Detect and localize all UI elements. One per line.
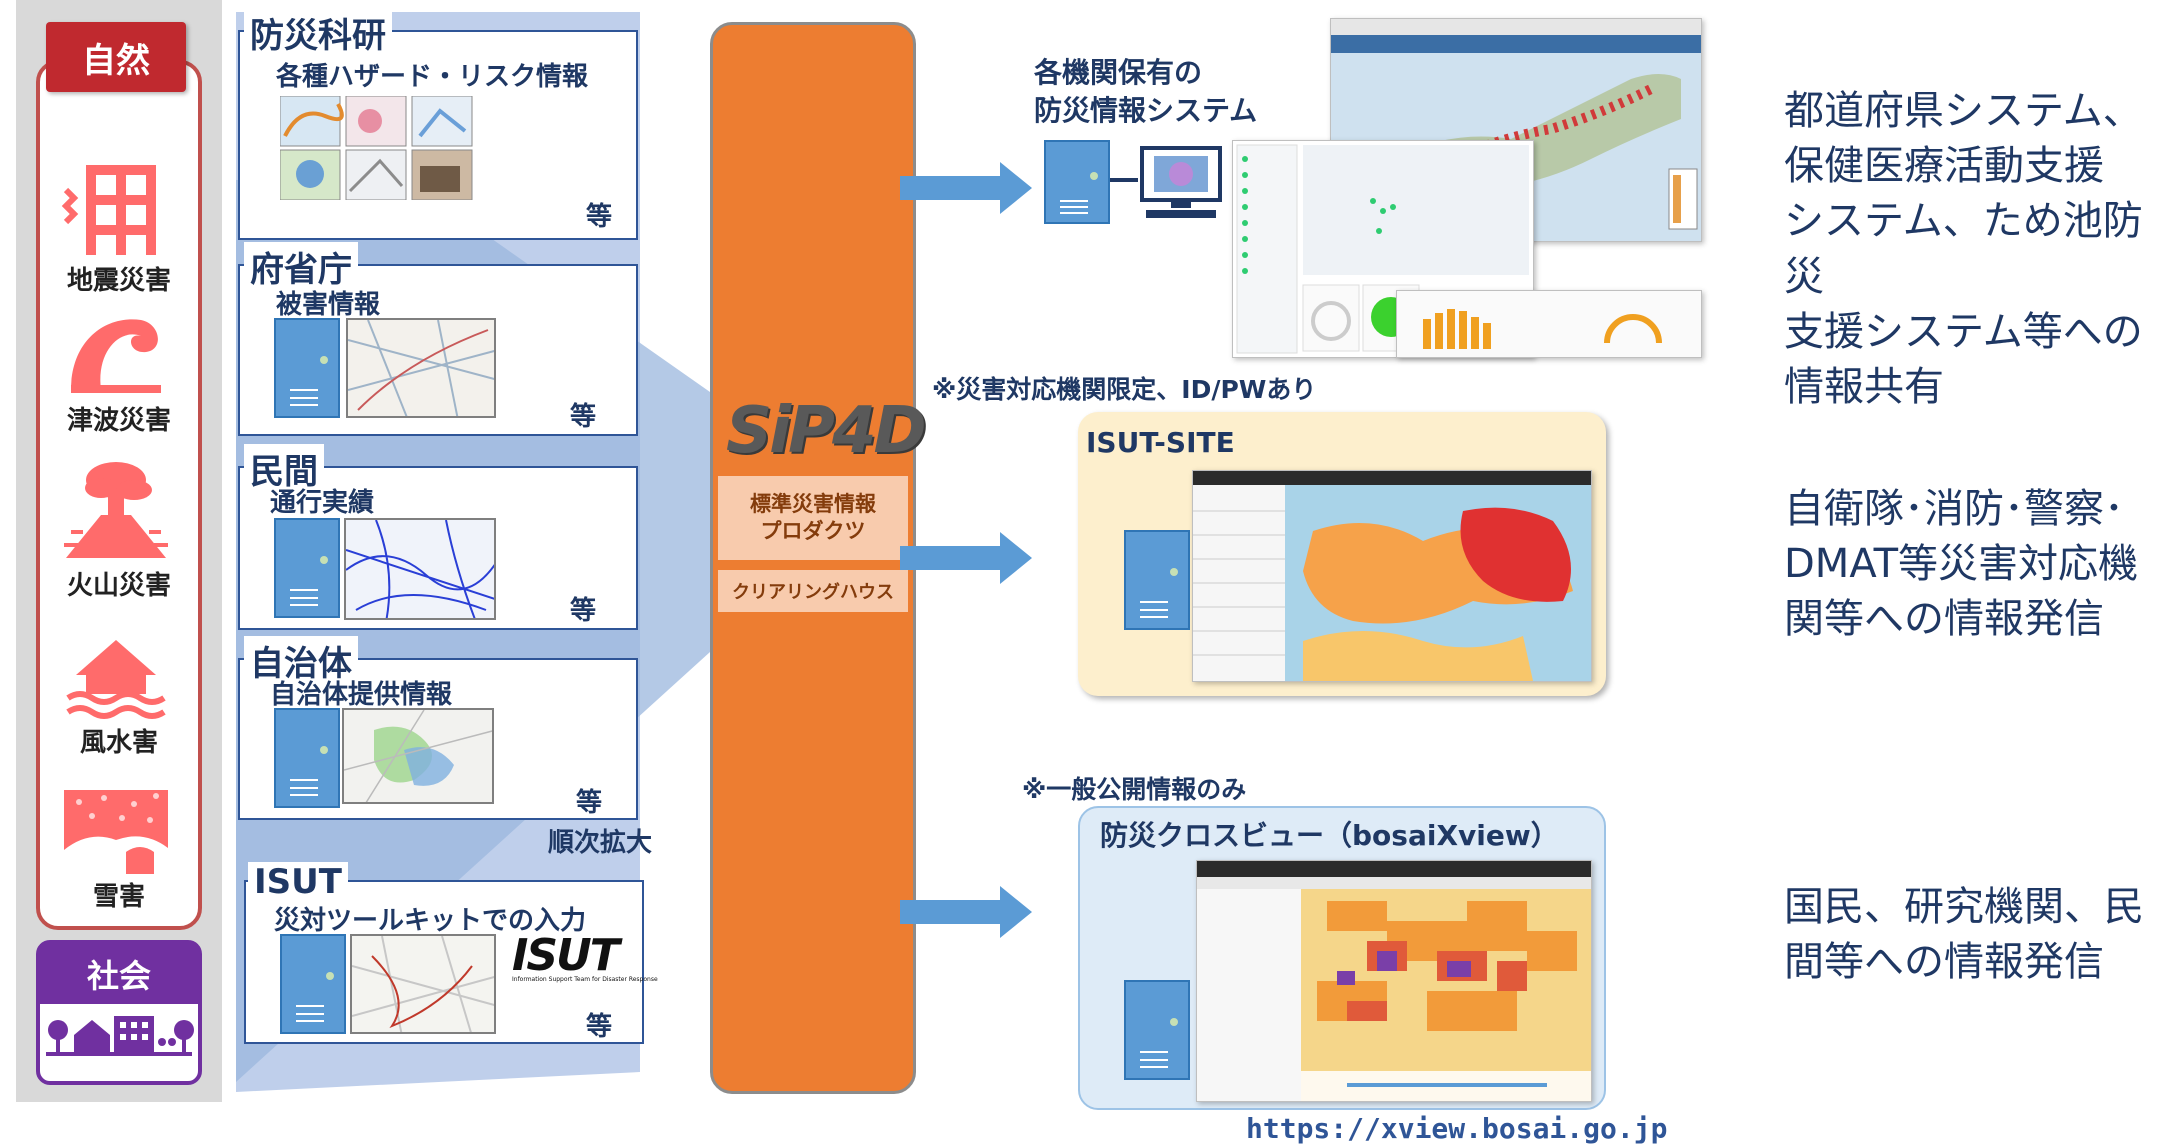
source-subtitle-nied: 各種ハザード・リスク情報 xyxy=(276,62,589,92)
public-info-note: ※一般公開情報のみ xyxy=(1022,775,1247,804)
arrow-to-systems xyxy=(900,162,1032,214)
damage-map-thumbnail xyxy=(346,318,496,418)
source-subtitle-isut: 災対ツールキットでの入力 xyxy=(274,906,587,936)
description-systems: 都道府県システム、 保健医療活動支援 システム、ため池防災 支援システム等への … xyxy=(1784,84,2175,415)
server-icon xyxy=(274,708,340,808)
sip4d-logo: SiP4D xyxy=(726,392,927,470)
volcano-icon xyxy=(64,462,168,558)
description-line: 自衛隊･消防･警察･ xyxy=(1784,486,2124,532)
source-title-nied: 防災科研 xyxy=(244,8,392,57)
connector-line xyxy=(1110,178,1138,182)
building-shaking-icon xyxy=(61,165,156,255)
description-line: DMAT等災害対応機 xyxy=(1784,541,2139,588)
hazard-label-volcano: 火山災害 xyxy=(66,571,171,601)
source-title-municipality: 自治体 xyxy=(244,636,358,685)
source-suffix-isut: 等 xyxy=(586,1012,613,1042)
description-line: 支援システム等への xyxy=(1784,308,2143,355)
description-line: 間等への情報発信 xyxy=(1784,939,2104,986)
society-header: 社会 xyxy=(40,944,198,1004)
nature-header: 自然 xyxy=(46,22,186,92)
sip4d-logo-text: SiP4D xyxy=(726,394,927,468)
snow-house-icon xyxy=(64,790,168,874)
isut-site-screenshot xyxy=(1192,470,1592,682)
source-suffix-private: 等 xyxy=(570,596,597,626)
source-title-ministries: 府省庁 xyxy=(244,242,358,291)
hazard-label-snow: 雪害 xyxy=(92,882,145,912)
description-line: 都道府県システム、 xyxy=(1784,88,2143,134)
source-suffix-nied: 等 xyxy=(586,202,613,232)
expansion-note: 順次拡大 xyxy=(548,828,653,858)
arrow-to-isut-site xyxy=(900,532,1032,584)
server-icon xyxy=(1124,530,1190,630)
standard-product-box: 標準災害情報 プロダクツ xyxy=(718,476,908,560)
municipality-map-thumbnail xyxy=(342,708,494,804)
description-line: 保健医療活動支援 xyxy=(1784,143,2104,190)
agency-systems-title: 各機関保有の 防災情報システム xyxy=(1034,54,1257,130)
desktop-computer-icon xyxy=(1140,146,1222,218)
hazard-map-thumbnails xyxy=(280,96,473,200)
server-icon xyxy=(274,518,340,618)
isut-site-title: ISUT-SITE xyxy=(1086,426,1235,459)
isut-access-note: ※災害対応機関限定、ID/PWあり xyxy=(932,375,1317,404)
systems-dashboard-screenshot xyxy=(1232,140,1534,358)
town-icon xyxy=(46,1016,194,1056)
isut-logo: ISUT Information Support Team for Disast… xyxy=(512,930,658,986)
isut-logo-text: ISUT xyxy=(512,930,620,981)
description-line: システム、ため池防災 xyxy=(1784,198,2143,300)
xview-url-link[interactable]: https://xview.bosai.go.jp xyxy=(1246,1112,1668,1145)
description-line: 情報共有 xyxy=(1784,363,1944,410)
source-suffix-ministries: 等 xyxy=(570,402,597,432)
flooded-house-icon xyxy=(66,640,166,719)
server-icon xyxy=(1044,140,1110,224)
source-subtitle-private: 通行実績 xyxy=(270,488,375,518)
server-icon xyxy=(280,934,346,1034)
agency-systems-title-line1: 各機関保有の xyxy=(1034,56,1203,89)
server-icon xyxy=(1124,980,1190,1080)
description-line: 国民、研究機関、民 xyxy=(1784,884,2144,930)
description-xview: 国民、研究機関、民 間等への情報発信 xyxy=(1784,880,2144,990)
source-subtitle-ministries: 被害情報 xyxy=(276,290,381,320)
server-icon xyxy=(274,318,340,418)
xview-title: 防災クロスビュー（bosaiXview） xyxy=(1100,819,1559,852)
source-suffix-municipality: 等 xyxy=(576,788,603,818)
hazard-label-earthquake: 地震災害 xyxy=(66,266,171,296)
arrow-to-xview xyxy=(900,886,1032,938)
toolkit-map-thumbnail xyxy=(350,934,496,1034)
description-isut: 自衛隊･消防･警察･ DMAT等災害対応機 関等への情報発信 xyxy=(1784,482,2138,648)
source-subtitle-municipality: 自治体提供情報 xyxy=(270,680,453,710)
systems-charts-screenshot xyxy=(1396,290,1702,358)
agency-systems-title-line2: 防災情報システム xyxy=(1034,93,1258,127)
wave-icon xyxy=(71,319,161,393)
clearinghouse-box: クリアリングハウス xyxy=(718,570,908,612)
isut-logo-caption: Information Support Team for Disaster Re… xyxy=(512,976,658,983)
hazard-label-flood: 風水害 xyxy=(79,728,158,758)
traffic-map-thumbnail xyxy=(344,518,496,620)
description-line: 関等への情報発信 xyxy=(1784,596,2104,643)
source-title-private: 民間 xyxy=(244,444,324,493)
xview-screenshot xyxy=(1196,860,1592,1102)
hazard-label-tsunami: 津波災害 xyxy=(66,406,171,436)
source-title-isut: ISUT xyxy=(248,862,348,902)
